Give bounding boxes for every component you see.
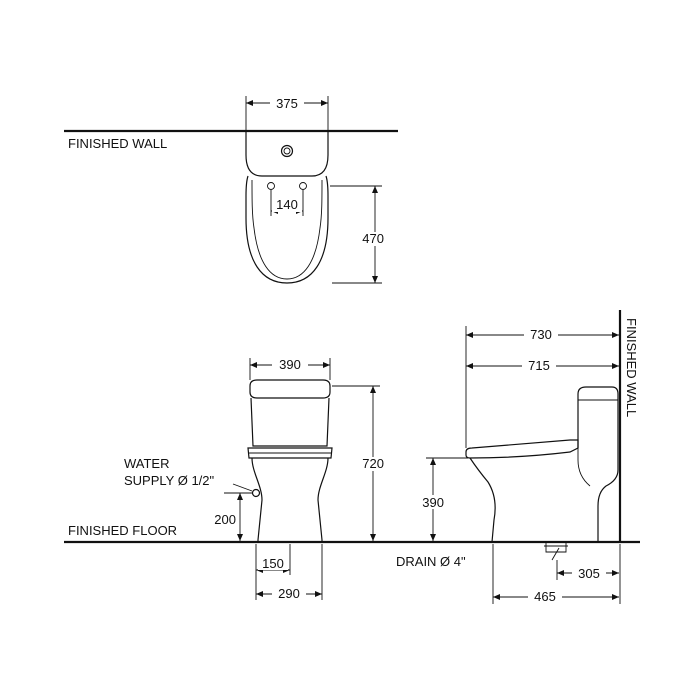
dim-375: 375 — [276, 96, 298, 111]
dim-390-side: 390 — [422, 495, 444, 510]
dim-465: 465 — [534, 589, 556, 604]
dim-470: 470 — [362, 231, 384, 246]
top-view: FINISHED WALL 375 140 470 — [64, 96, 398, 284]
water-supply-label-2: SUPPLY Ø 1/2" — [124, 473, 215, 488]
finished-wall-label-side: FINISHED WALL — [624, 318, 639, 417]
drain-label: DRAIN Ø 4" — [396, 554, 466, 569]
water-supply-label-1: WATER — [124, 456, 170, 471]
hinge-hole-left — [267, 182, 275, 190]
dim-720: 720 — [362, 456, 384, 471]
finished-floor-label: FINISHED FLOOR — [68, 523, 177, 538]
dim-200: 200 — [214, 512, 236, 527]
tank-outline-front — [249, 379, 331, 399]
drain-fitting — [544, 542, 568, 553]
dim-150: 150 — [262, 556, 284, 571]
finished-wall-label-top: FINISHED WALL — [68, 136, 167, 151]
tank-body-front — [250, 397, 330, 447]
seat-outline-side — [465, 439, 579, 459]
bowl-body-side — [469, 457, 496, 543]
seat-band-front — [247, 447, 333, 459]
dim-140: 140 — [276, 197, 298, 212]
tank-outline-side — [577, 386, 619, 542]
bowl-body-front — [251, 457, 329, 542]
dim-390-front: 390 — [279, 357, 301, 372]
dim-290: 290 — [278, 586, 300, 601]
flush-button-top — [280, 144, 294, 158]
side-view: FINISHED WALL DRAIN Ø 4" 730 715 390 — [396, 310, 639, 604]
dim-730: 730 — [530, 327, 552, 342]
hinge-hole-right — [299, 182, 307, 190]
bowl-outline-top — [245, 175, 329, 284]
dim-305: 305 — [578, 566, 600, 581]
tank-outline-top — [245, 131, 329, 177]
dim-715: 715 — [528, 358, 550, 373]
front-view: 390 720 WATER SUPPLY Ø 1/2" 200 150 290 — [124, 357, 386, 601]
water-supply-valve — [251, 488, 261, 498]
